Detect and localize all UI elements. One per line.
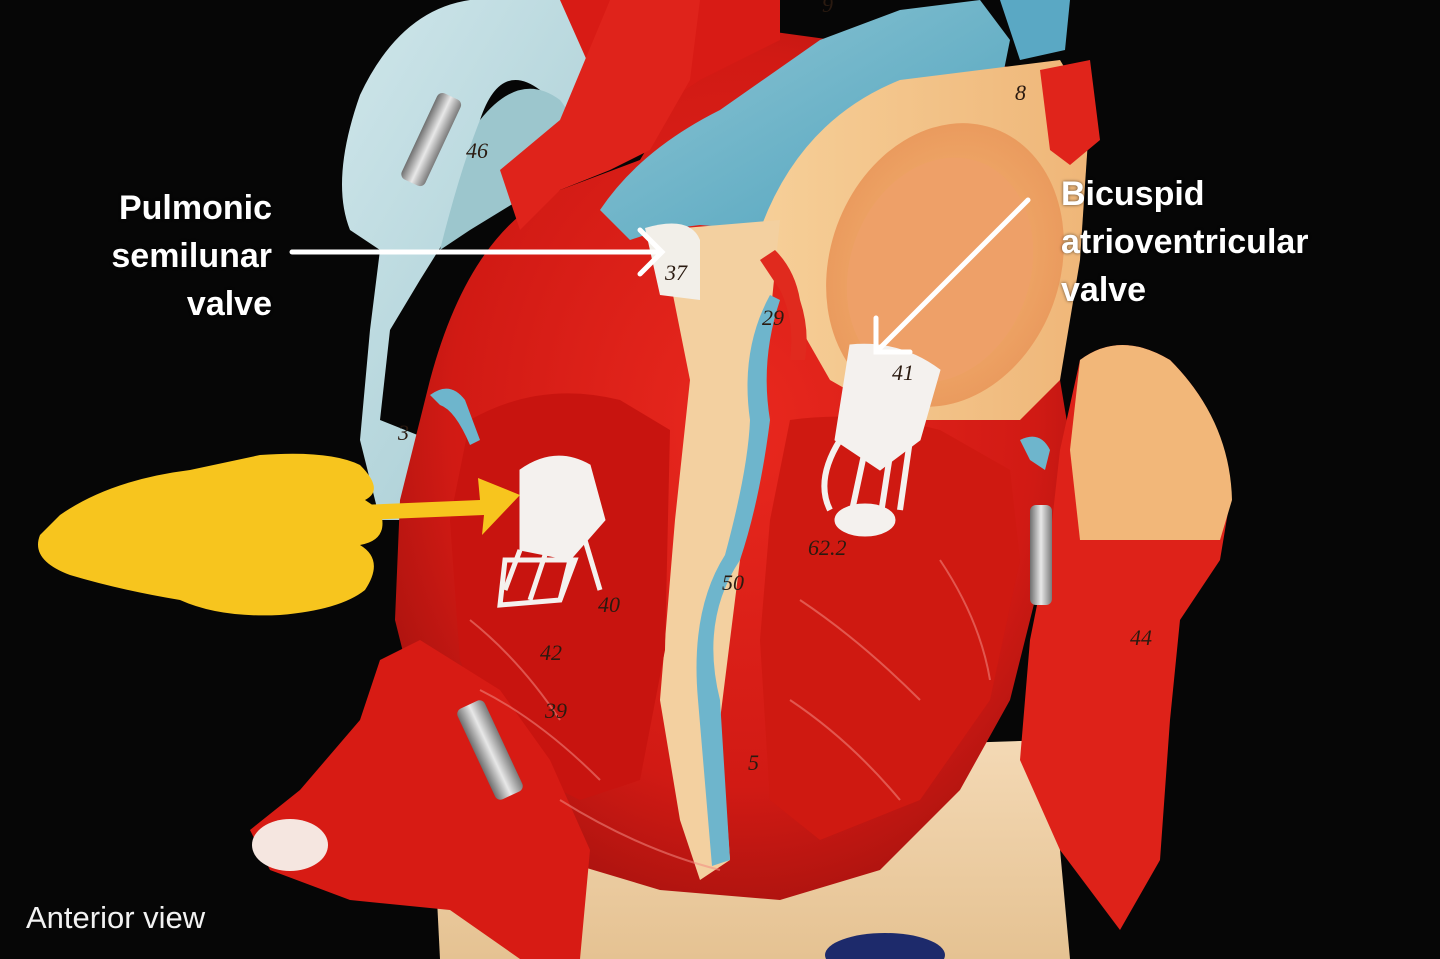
pulmonary-trunk <box>600 0 1010 240</box>
septum-red-artery <box>760 250 807 360</box>
small-vessel-blue <box>430 388 480 445</box>
hinge-right <box>1030 505 1052 605</box>
pulmonic-label-line-3: valve <box>186 285 272 323</box>
view-caption: Anterior view <box>26 900 206 935</box>
model-number-septum-low: 50 <box>722 570 744 595</box>
septum-blue-vessel <box>696 295 780 866</box>
left-ventricle <box>760 416 1020 840</box>
small-vessel-blue-2 <box>1020 436 1050 470</box>
pulmonic-label-line-1: Pulmonic <box>118 189 272 227</box>
red-vessel-left <box>500 0 700 230</box>
stand-emblem <box>825 933 945 959</box>
lower-left-flap <box>250 640 590 959</box>
model-number-apex: 5 <box>748 750 759 775</box>
bicuspid-label-line-2: atrioventricular <box>1061 223 1309 261</box>
model-number-atrium: 8 <box>1015 80 1026 105</box>
bicuspid-label-line-1: Bicuspid <box>1061 175 1205 213</box>
model-number-rv-b: 42 <box>540 640 562 665</box>
pulmonic-semilunar-label: Pulmonic semilunar valve <box>111 184 272 328</box>
right-flap-tan <box>1070 345 1232 540</box>
model-number-rv-a: 40 <box>598 592 620 617</box>
model-number-flap: 44 <box>1130 625 1152 650</box>
top-vessel-blue <box>1000 0 1070 60</box>
bicuspid-label-line-3: valve <box>1061 271 1147 309</box>
pale-vessel-block <box>342 0 650 520</box>
atrium-red-patch <box>1040 60 1100 165</box>
model-number-aorta-leaflet: 41 <box>892 360 914 385</box>
tricuspid-valve <box>497 455 606 608</box>
model-number-pulm-ring: 46 <box>466 138 488 163</box>
pulmonic-label-line-2: semilunar <box>111 237 272 275</box>
model-number-pulmonic: 37 <box>664 260 688 285</box>
model-number-rv-c: 39 <box>544 698 567 723</box>
flap-opening <box>252 819 328 871</box>
myocardium-texture <box>469 559 991 871</box>
yellow-arrow <box>360 478 520 535</box>
hinge-top <box>401 92 462 187</box>
hinge-bottom <box>457 700 523 800</box>
model-number-septum-artery: 29 <box>762 305 784 330</box>
model-number-left-edge: 3 <box>397 420 409 445</box>
bicuspid-valve <box>821 343 941 537</box>
model-number-bicuspid-base: 62.2 <box>808 535 847 560</box>
yellow-highlight-blob <box>38 453 383 616</box>
model-number-top: 9 <box>822 0 833 17</box>
bicuspid-atrioventricular-label: Bicuspid atrioventricular valve <box>1061 170 1309 314</box>
